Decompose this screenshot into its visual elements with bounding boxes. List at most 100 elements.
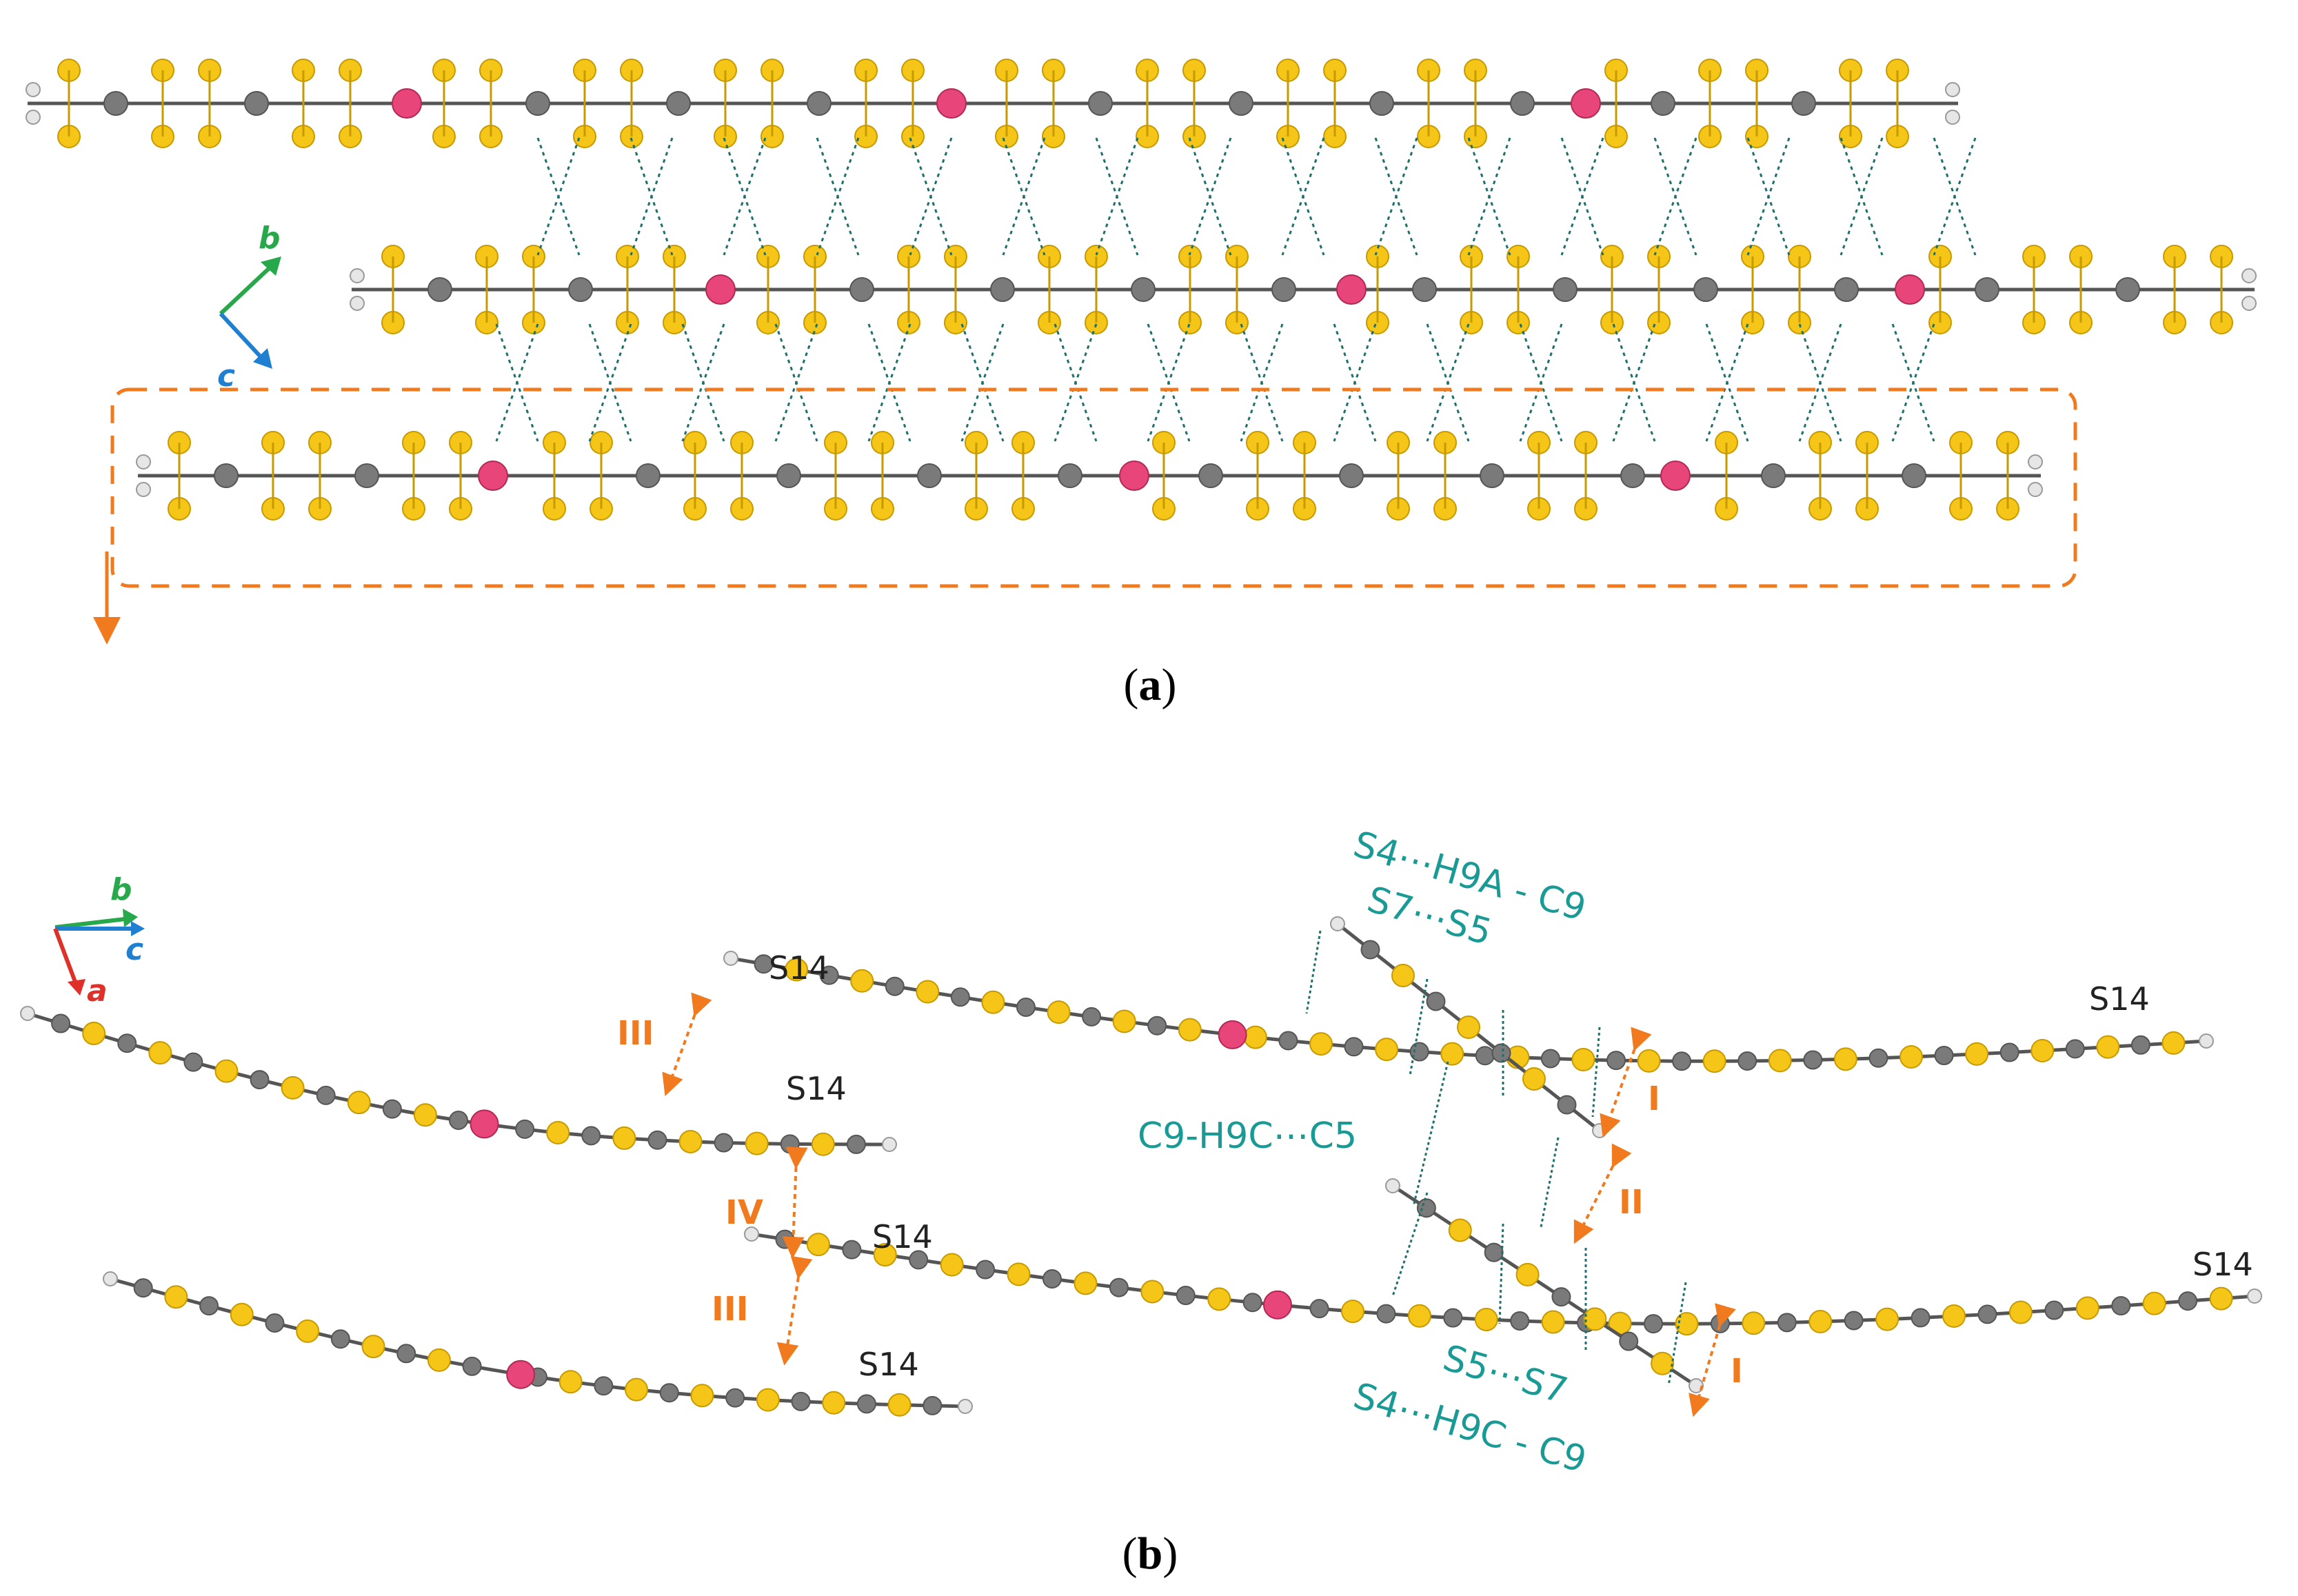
molecular-chain (136, 431, 2043, 521)
sulfur-atom (361, 1335, 385, 1359)
stack-label-III: III (712, 1290, 749, 1329)
molecular-chain (20, 1006, 897, 1156)
contact-line (1653, 137, 1697, 256)
stack-label-IV: IV (725, 1193, 763, 1232)
sulfur-atom (2209, 1286, 2233, 1311)
carbon-atom (1344, 1037, 1364, 1057)
carbon-atom (780, 1134, 800, 1154)
contact-line (681, 323, 725, 442)
sulfur-atom (558, 1370, 583, 1394)
hydrogen-atom (26, 82, 41, 97)
carbon-atom (1229, 91, 1253, 116)
contact-line (1612, 323, 1656, 442)
contact-line (723, 137, 767, 256)
carbon-atom (354, 463, 379, 488)
carbon-atom (1975, 277, 1999, 302)
hydrogen-atom (136, 482, 151, 497)
carbon-atom (856, 1394, 876, 1414)
hydrogen-atom (350, 268, 365, 283)
panel-a-label: (a) (1124, 660, 1177, 710)
carbon-atom (199, 1296, 219, 1316)
carbon-atom (1737, 1051, 1757, 1071)
hydrogen-atom (20, 1006, 35, 1021)
axis-b-arrow (219, 260, 278, 316)
atom-label-s14: S14 (872, 1218, 933, 1255)
hydrogen-atom (1592, 1123, 1607, 1138)
sulfur-atom (1243, 1025, 1267, 1049)
carbon-atom (849, 277, 874, 302)
interaction-label: S5⋯S7 (1438, 1337, 1572, 1412)
carbon-atom (2178, 1291, 2198, 1311)
panel-a: b c (a) (26, 59, 2257, 710)
carbon-atom (1710, 1313, 1730, 1333)
contact-line (909, 137, 953, 256)
carbon-atom (917, 463, 942, 488)
carbon-atom (117, 1033, 137, 1053)
axis-c-arrowhead (131, 921, 145, 936)
chain-backbone (751, 1232, 2255, 1326)
contact-line (1840, 137, 1884, 256)
carbon-atom (2115, 277, 2140, 302)
sulfur-atom (413, 1103, 437, 1127)
sulfur-atom (2030, 1039, 2055, 1063)
sulfur-atom (1833, 1047, 1857, 1071)
carbon-atom (2044, 1300, 2064, 1320)
carbon-atom (1480, 463, 1504, 488)
contact-line (1746, 137, 1791, 256)
carbon-atom (666, 91, 691, 116)
hydrogen-atom (103, 1271, 118, 1286)
carbon-atom (1553, 277, 1578, 302)
metal-atom (1336, 274, 1367, 305)
carbon-atom (754, 954, 774, 974)
sulfur-atom (785, 958, 809, 982)
carbon-atom (396, 1344, 416, 1364)
carbon-atom (1058, 463, 1082, 488)
contact-line (629, 137, 674, 256)
sulfur-atom (1375, 1038, 1399, 1062)
molecular-chain (744, 1226, 2262, 1336)
sulfur-atom (427, 1348, 451, 1372)
sulfur-atom (82, 1021, 106, 1045)
sulfur-atom (850, 969, 874, 993)
metal-atom (1895, 274, 1925, 305)
contact-line (1891, 323, 1935, 442)
carbon-atom (382, 1099, 402, 1119)
carbon-atom (594, 1376, 614, 1396)
carbon-atom (1443, 1308, 1463, 1328)
metal-atom (705, 274, 736, 305)
contact-lines-a (495, 137, 1977, 442)
carbon-atom (775, 1229, 795, 1249)
sulfur-atom (1875, 1307, 1899, 1331)
stack-arrow-I (1689, 1303, 1736, 1417)
sulfur-atom (940, 1253, 964, 1277)
hydrogen-atom (136, 454, 151, 469)
sulfur-atom (1457, 1016, 1480, 1039)
axis-c-label: c (125, 932, 143, 967)
sulfur-atom (296, 1319, 320, 1343)
carbon-atom (1791, 91, 1816, 116)
carbon-atom (1977, 1304, 1997, 1324)
metal-atom (1263, 1290, 1292, 1320)
contact-lines-b (1305, 930, 1687, 1386)
axis-indicator-b: b c a (53, 872, 145, 1009)
sulfur-atom (690, 1384, 714, 1408)
axis-indicator-a: b c (217, 221, 281, 394)
contact-line (1188, 137, 1232, 256)
carbon-atom (1426, 991, 1446, 1011)
stack-arrow-II (1573, 1143, 1632, 1244)
carbon-atom (1606, 1051, 1626, 1071)
carbon-atom (1911, 1308, 1931, 1328)
interaction-label: C9-H9C⋯C5 (1138, 1115, 1357, 1157)
hydrogen-atom (882, 1137, 897, 1152)
contact-line (774, 323, 818, 442)
chain-backbone (1391, 1184, 1697, 1388)
carbon-atom (647, 1130, 667, 1150)
metal-atom (1660, 461, 1691, 491)
carbon-atom (807, 91, 831, 116)
hydrogen-atom (2028, 482, 2043, 497)
carbon-atom (1147, 1016, 1167, 1036)
carbon-atom (1176, 1286, 1196, 1306)
axis-c-arrow (219, 312, 268, 364)
carbon-atom (1412, 277, 1437, 302)
sulfur-atom (1651, 1351, 1675, 1375)
